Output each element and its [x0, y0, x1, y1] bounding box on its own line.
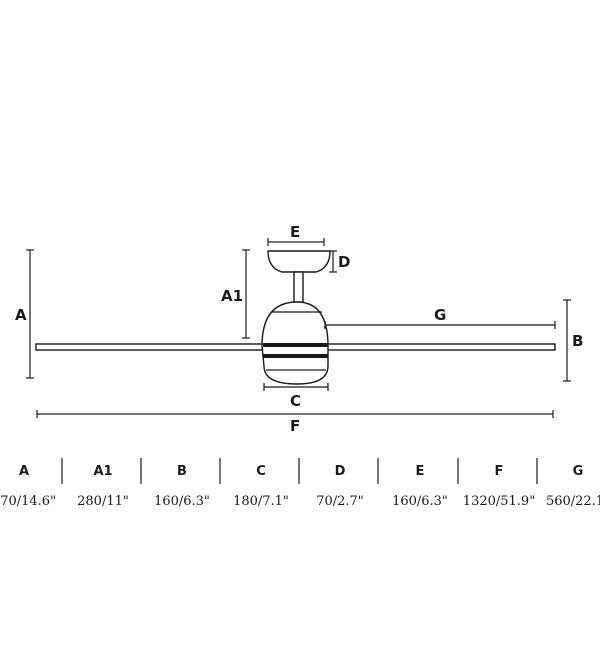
table-value-e: 160/6.3" — [392, 494, 448, 509]
dimension-b: B — [563, 299, 583, 382]
dimension-d-label: D — [338, 253, 350, 271]
dimension-c-label: C — [290, 392, 301, 410]
left-blade — [35, 343, 269, 351]
table-value-a: 370/14.6" — [0, 494, 56, 509]
dimension-g: G — [324, 306, 556, 329]
canopy — [267, 250, 331, 273]
dimension-c: C — [263, 383, 329, 410]
table-value-a1: 280/11" — [77, 494, 129, 509]
dimension-f-label: F — [290, 417, 300, 435]
dimension-e-label: E — [290, 223, 300, 241]
table-header-b: B — [177, 464, 187, 479]
table-header-g: G — [573, 464, 584, 479]
table-value-d: 70/2.7" — [316, 494, 364, 509]
dimension-f: F — [36, 410, 554, 435]
dimension-a: A — [15, 249, 34, 379]
motor-band-lower — [263, 354, 328, 358]
table-value-f: 1320/51.9" — [463, 494, 535, 509]
dimension-b-label: B — [572, 332, 583, 350]
downrod — [293, 271, 304, 303]
right-blade — [323, 343, 556, 351]
dimension-d: D — [329, 250, 350, 273]
dimension-e: E — [267, 223, 325, 246]
table-value-b: 160/6.3" — [154, 494, 210, 509]
dimension-g-label: G — [434, 306, 446, 324]
dimension-a-label: A — [15, 306, 27, 324]
table-header-e: E — [416, 464, 425, 479]
table-header-f: F — [495, 464, 504, 479]
table-value-g: 560/22.1" — [546, 494, 600, 509]
table-header-c: C — [256, 464, 266, 479]
table-value-c: 180/7.1" — [233, 494, 289, 509]
table-header-d: D — [335, 464, 346, 479]
table-header-a1: A1 — [93, 464, 112, 479]
motor-band-upper — [263, 343, 328, 347]
table-header-a: A — [19, 464, 29, 479]
dimension-a1-label: A1 — [221, 287, 243, 305]
dimension-a1: A1 — [221, 249, 250, 339]
dimension-table: A A1 B C D E F G 370/14.6" 280/11" 160/6… — [0, 458, 600, 509]
